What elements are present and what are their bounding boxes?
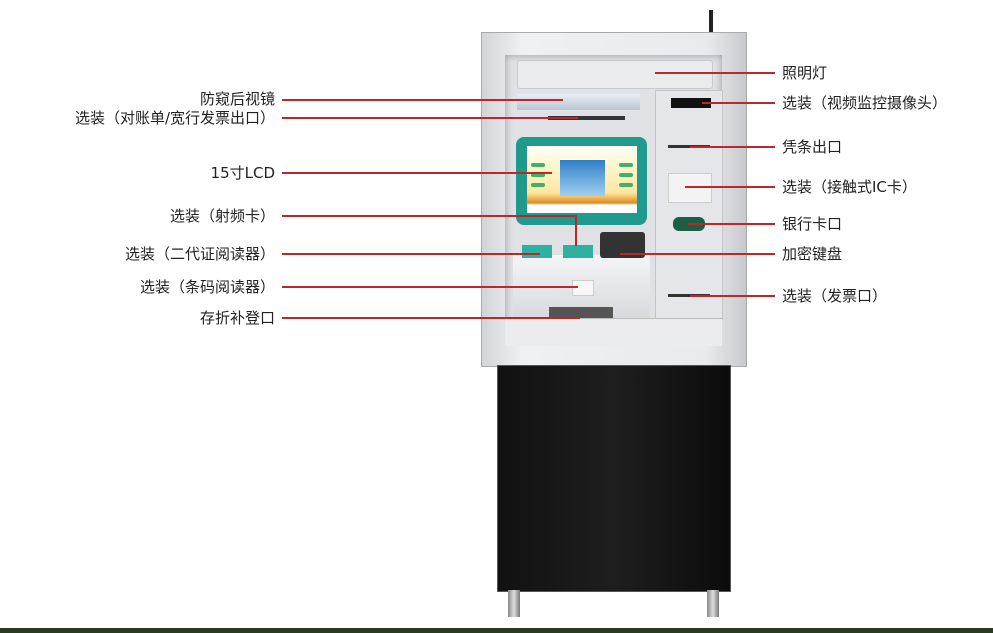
label-keypad: 加密键盘	[782, 245, 843, 263]
screen-picture	[560, 160, 605, 196]
screen-button	[619, 163, 633, 167]
label-camera: 选装（视频监控摄像头）	[782, 94, 948, 112]
invoice-slot	[668, 294, 710, 297]
leader-line	[282, 253, 540, 255]
foot	[508, 590, 520, 617]
screen-button	[531, 173, 545, 177]
leader-line	[688, 223, 775, 225]
leader-line	[690, 295, 775, 297]
leader-line	[282, 99, 563, 101]
foot	[707, 590, 719, 617]
id-reader	[522, 245, 552, 258]
label-barcode-reader: 选装（条码阅读器）	[139, 278, 275, 296]
label-lcd: 15寸LCD	[210, 164, 275, 182]
screen-button	[531, 163, 545, 167]
label-card-slot: 银行卡口	[782, 215, 843, 233]
bottom-strip	[0, 628, 993, 633]
kiosk-base	[505, 318, 722, 346]
label-receipt: 凭条出口	[782, 138, 843, 156]
passbook-slot	[549, 307, 613, 318]
leader-line	[282, 172, 552, 174]
label-mirror: 防窥后视镜	[199, 90, 275, 108]
label-rf-card: 选装（射频卡）	[169, 207, 275, 225]
ic-card-reader	[668, 173, 712, 203]
label-ic-card: 选装（接触式IC卡）	[782, 178, 917, 196]
leader-line	[282, 286, 578, 288]
antenna	[709, 10, 713, 32]
statement-slot	[548, 116, 625, 120]
lighting-panel	[517, 60, 713, 89]
screen-button	[531, 183, 545, 187]
rear-view-mirror	[517, 94, 640, 110]
screen-button	[619, 183, 633, 187]
leader-line	[685, 186, 775, 188]
leader-line	[702, 102, 775, 104]
label-invoice: 选装（发票口）	[782, 287, 888, 305]
leader-line	[655, 72, 775, 74]
leader-line	[282, 317, 580, 319]
cabinet	[497, 365, 731, 592]
leader-line	[282, 215, 577, 217]
barcode-reader	[572, 280, 594, 296]
camera	[671, 98, 711, 108]
leader-line	[282, 117, 578, 119]
label-light: 照明灯	[782, 64, 828, 82]
label-passbook: 存折补登口	[199, 309, 275, 327]
screen-button	[619, 173, 633, 177]
leader-line	[620, 253, 775, 255]
leader-line	[575, 215, 577, 246]
label-statement-outlet: 选装（对账单/宽行发票出口）	[74, 109, 275, 127]
receipt-slot	[668, 145, 710, 148]
right-panel	[655, 90, 723, 320]
label-id-reader: 选装（二代证阅读器）	[124, 245, 275, 263]
leader-line	[690, 146, 775, 148]
rf-card-reader	[563, 245, 593, 258]
